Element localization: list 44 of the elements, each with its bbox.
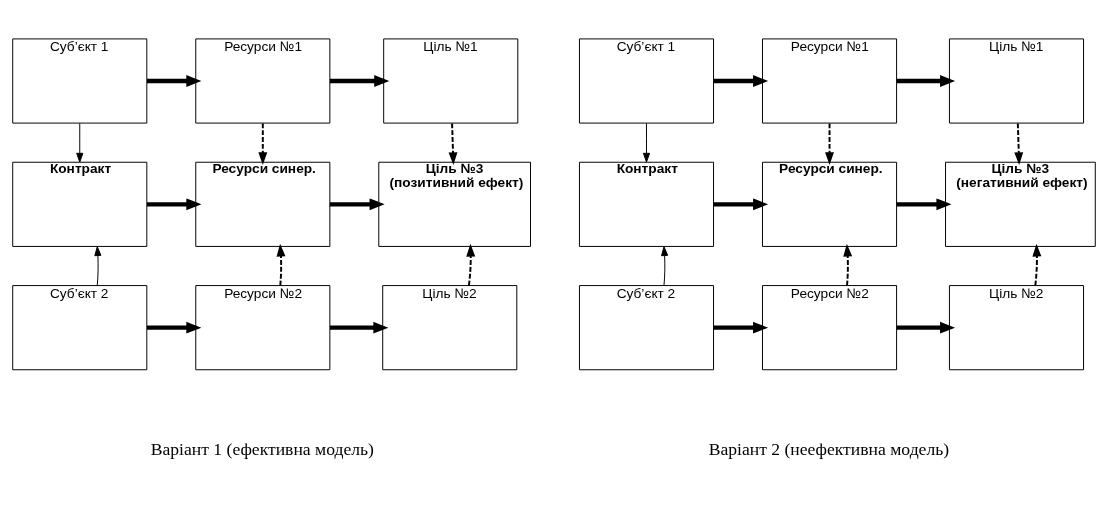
- arrow: [466, 243, 476, 287]
- node-box: Суб’єкт 1: [12, 38, 148, 124]
- label: Варіант 1 (ефективна модель): [150, 439, 374, 460]
- node-box: Ціль №2: [382, 285, 518, 371]
- node-box: Ресурси №2: [762, 285, 898, 371]
- node-box: Ціль №2: [948, 285, 1085, 371]
- node-box: Суб’єкт 2: [12, 285, 148, 371]
- node-box: Контракт: [578, 161, 715, 247]
- arrow: [1032, 243, 1042, 287]
- arrow: [330, 321, 389, 334]
- arrow: [896, 198, 952, 211]
- node-box: Ціль №3 (позитивний ефект): [378, 161, 531, 247]
- node-box: Ресурси №1: [195, 38, 331, 124]
- arrow: [1014, 122, 1024, 166]
- arrow: [76, 122, 84, 163]
- arrow: [329, 75, 390, 87]
- node-box: Ресурси синер.: [195, 161, 331, 247]
- arrow: [896, 75, 956, 87]
- arrow: [713, 198, 769, 211]
- node-box: Ресурси №1: [762, 38, 898, 124]
- node-box: Ресурси синер.: [762, 161, 898, 247]
- arrow: [713, 75, 769, 87]
- arrow: [642, 122, 651, 163]
- node-box: Ресурси №2: [195, 285, 331, 371]
- node-box: Суб’єкт 1: [578, 38, 715, 124]
- arrow: [94, 246, 102, 286]
- arrow: [276, 243, 286, 287]
- arrow: [146, 198, 202, 211]
- node-box: Ціль №1: [948, 38, 1085, 124]
- label: Варіант 2 (неефективна модель): [708, 439, 950, 460]
- arrow: [258, 122, 268, 166]
- arrow: [146, 321, 202, 334]
- node-box: Контракт: [12, 161, 148, 247]
- arrow: [448, 122, 458, 166]
- arrow: [843, 243, 853, 287]
- node-box: Ціль №1: [383, 38, 519, 124]
- node-box: Суб’єкт 2: [578, 285, 715, 371]
- arrow: [896, 321, 956, 334]
- arrow: [146, 75, 202, 87]
- arrow: [713, 321, 769, 334]
- node-box: Ціль №3 (негативний ефект): [945, 161, 1096, 247]
- arrow: [661, 246, 669, 286]
- arrow: [329, 198, 385, 211]
- arrow: [825, 122, 834, 166]
